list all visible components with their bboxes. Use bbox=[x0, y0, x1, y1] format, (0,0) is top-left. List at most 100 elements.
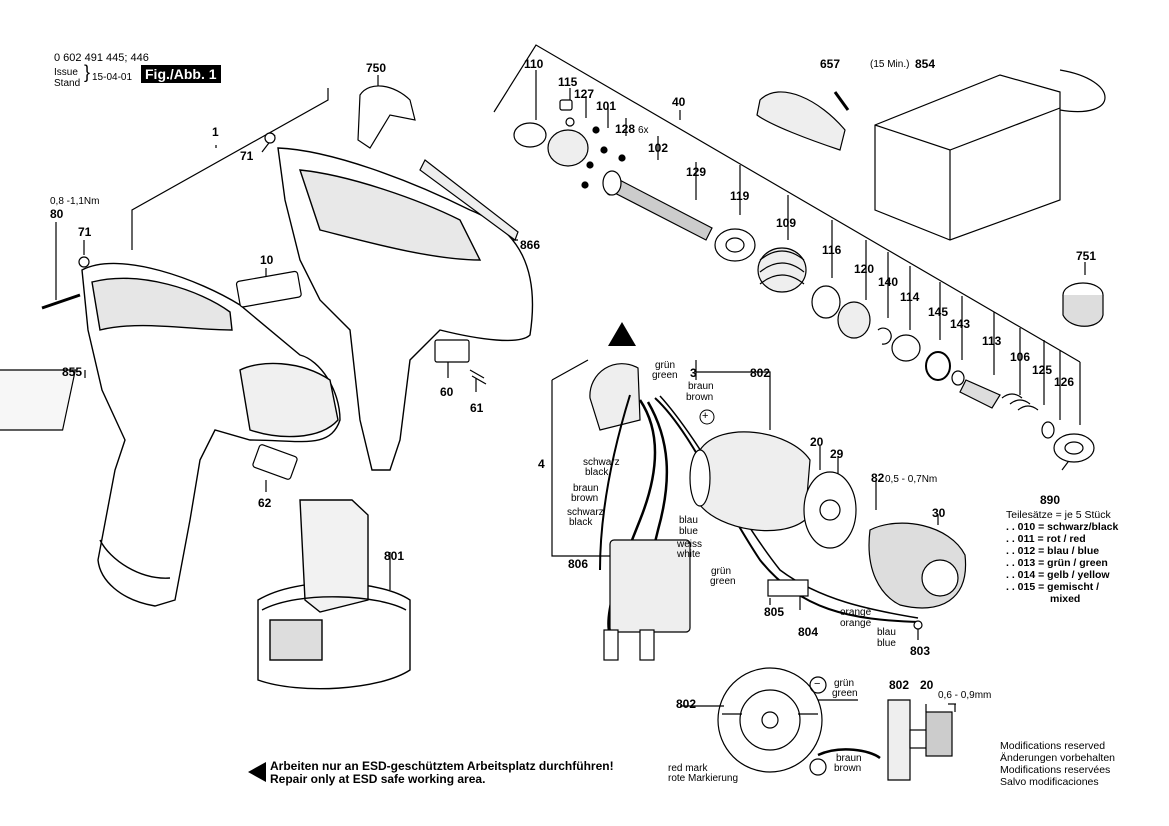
part-854-charger bbox=[874, 74, 1061, 241]
callout-805: 805 bbox=[764, 605, 785, 619]
esd-notice-en: Repair only at ESD safe working area. bbox=[270, 772, 486, 786]
leader-802 bbox=[695, 360, 771, 430]
screw-80 bbox=[41, 293, 81, 310]
wire-label-gruen: grün bbox=[834, 678, 855, 689]
wire-label-black: black bbox=[569, 517, 593, 528]
wire-label-black: black bbox=[585, 467, 609, 478]
callout-890: 890 bbox=[1040, 493, 1061, 507]
wire-label-braun: braun bbox=[836, 753, 862, 764]
callout-61: 61 bbox=[470, 401, 484, 415]
part-802-motor bbox=[699, 431, 811, 532]
callout-102: 102 bbox=[648, 141, 669, 155]
issue-date: 15-04-01 bbox=[92, 72, 133, 83]
callout-802: 802 bbox=[750, 366, 771, 380]
wire-label-green: green bbox=[710, 576, 736, 587]
parts-set-row: . . 015 = gemischt / bbox=[1006, 581, 1100, 593]
leader-1 bbox=[131, 88, 329, 250]
callout-114: 114 bbox=[900, 290, 920, 304]
minus-sign: − bbox=[814, 678, 821, 690]
callout-4: 4 bbox=[538, 457, 545, 471]
brace-glyph: } bbox=[84, 62, 91, 82]
part-10 bbox=[235, 270, 302, 308]
callout-128: 128 bbox=[615, 122, 636, 136]
wire-label-blue: blue bbox=[877, 638, 896, 649]
parts-set-row: . . 010 = schwarz/black bbox=[1006, 521, 1119, 533]
torque-82: 0,5 - 0,7Nm bbox=[885, 474, 938, 485]
parts-set-row: . . 011 = rot / red bbox=[1006, 533, 1086, 545]
wire-label-blue: blue bbox=[679, 526, 698, 537]
callout-126: 126 bbox=[1054, 375, 1075, 389]
wire-label-gruen: grün bbox=[711, 566, 732, 577]
callout-30: 30 bbox=[932, 506, 946, 520]
wire-label-green: green bbox=[652, 370, 678, 381]
wire-label-brown: brown bbox=[834, 763, 862, 774]
detail-gap bbox=[887, 699, 956, 781]
wire-label-white: white bbox=[677, 549, 701, 560]
wire-label-schwarz: schwarz bbox=[583, 457, 620, 468]
part-62 bbox=[252, 444, 298, 480]
housing-half-front bbox=[81, 262, 341, 607]
wire-label-orange: orange bbox=[840, 607, 872, 618]
wire-label-green: green bbox=[832, 688, 858, 699]
callout-120: 120 bbox=[854, 262, 875, 276]
parts-set-row: . . 014 = gelb / yellow bbox=[1006, 569, 1110, 581]
modifications-notice: Modifications reserved Änderungen vorbeh… bbox=[1000, 740, 1115, 788]
wire-label-blau: blau bbox=[877, 627, 896, 638]
modifications-line: Salvo modificaciones bbox=[1000, 776, 1099, 788]
callout-71a: 71 bbox=[240, 149, 254, 163]
callout-801: 801 bbox=[384, 549, 405, 563]
stand-label: Stand bbox=[54, 78, 81, 89]
callout-109: 109 bbox=[776, 216, 797, 230]
callout-71b: 71 bbox=[78, 225, 92, 239]
screw-71b bbox=[78, 256, 90, 268]
part-657 bbox=[756, 91, 846, 151]
callout-1: 1 bbox=[212, 125, 219, 139]
wire-label-orange: orange bbox=[840, 618, 872, 629]
modifications-line: Modifications reserved bbox=[1000, 740, 1106, 752]
gear-train-parts bbox=[513, 99, 1095, 463]
gap-dimension: 0,6 - 0,9mm bbox=[938, 690, 992, 701]
wire-label-brown: brown bbox=[686, 392, 714, 403]
callout-128-qty: 6x bbox=[638, 125, 649, 136]
callout-802-detail: 802 bbox=[676, 697, 697, 711]
callout-127: 127 bbox=[574, 87, 595, 101]
callout-855: 855 bbox=[62, 365, 83, 379]
callout-62: 62 bbox=[258, 496, 272, 510]
part-866 bbox=[419, 159, 519, 241]
part-801-battery bbox=[257, 499, 411, 690]
housing-half-rear bbox=[277, 147, 534, 471]
callout-10: 10 bbox=[260, 253, 274, 267]
callout-802-gap: 802 bbox=[889, 678, 910, 692]
leader-806 bbox=[551, 380, 610, 557]
callout-804: 804 bbox=[798, 625, 819, 639]
callout-113: 113 bbox=[982, 334, 1002, 348]
callout-101: 101 bbox=[596, 99, 617, 113]
wire-label-brown: brown bbox=[571, 493, 599, 504]
order-numbers: 0 602 491 445; 446 bbox=[54, 52, 149, 64]
callout-751: 751 bbox=[1076, 249, 1097, 263]
callout-145: 145 bbox=[928, 305, 949, 319]
callout-106: 106 bbox=[1010, 350, 1031, 364]
parts-set-row: . . 013 = grün / green bbox=[1006, 557, 1108, 569]
callout-866: 866 bbox=[520, 238, 541, 252]
callout-29: 29 bbox=[830, 447, 844, 461]
wire-label-weiss: weiss bbox=[677, 539, 703, 550]
parts-sets-table: Teilesätze = je 5 Stück . . 010 = schwar… bbox=[1006, 509, 1118, 605]
part-750 bbox=[357, 85, 416, 149]
callout-40: 40 bbox=[672, 95, 686, 109]
callout-854-note: (15 Min.) bbox=[870, 59, 910, 70]
callout-806: 806 bbox=[568, 557, 589, 571]
callout-80: 80 bbox=[50, 207, 64, 221]
callout-115: 115 bbox=[558, 75, 578, 89]
wire-label-braun: braun bbox=[688, 381, 714, 392]
part-60 bbox=[434, 339, 470, 363]
gear-train-baseline bbox=[493, 44, 1081, 363]
screw-71a bbox=[264, 132, 276, 144]
part-855 bbox=[0, 369, 77, 431]
wire-label-schwarz: schwarz bbox=[567, 507, 604, 518]
parts-set-row: mixed bbox=[1050, 593, 1081, 605]
figure-badge: Fig./Abb. 1 bbox=[141, 65, 221, 83]
detail-motor-endcap bbox=[680, 667, 881, 776]
